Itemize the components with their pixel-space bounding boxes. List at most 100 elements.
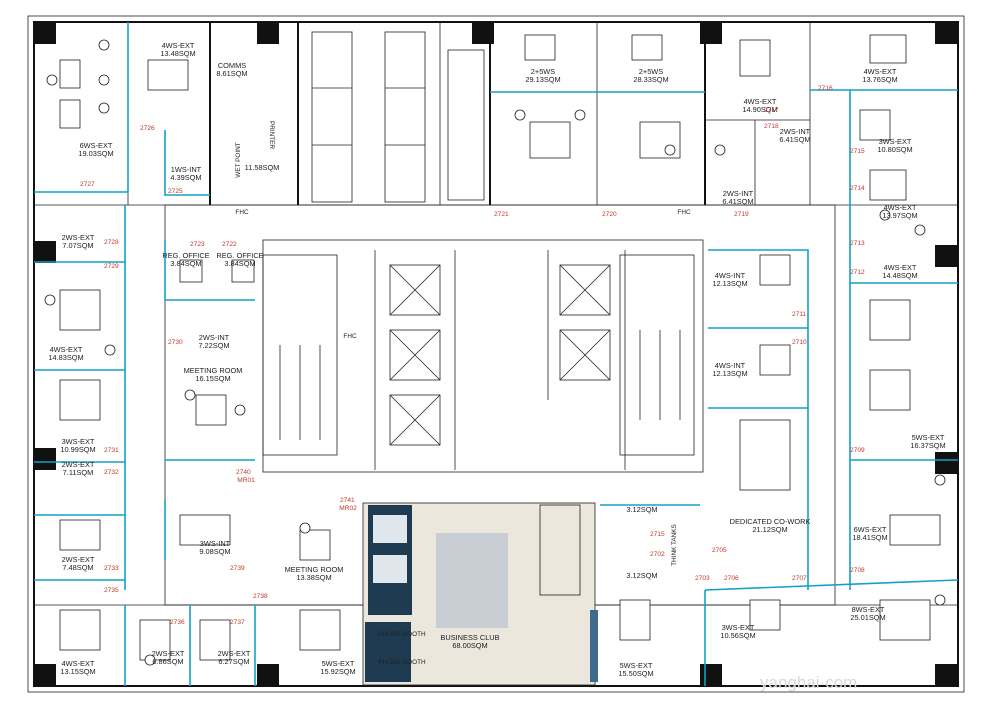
room-area: 7.48SQM: [62, 563, 93, 572]
room-area: 29.13SQM: [525, 75, 560, 84]
room-name: 3WS-EXT: [62, 437, 95, 446]
room-name: 6WS-EXT: [80, 141, 113, 150]
room-name: MEETING ROOM: [184, 366, 243, 375]
room-name: MEETING ROOM: [285, 565, 344, 574]
room-name: 4WS-EXT: [50, 345, 83, 354]
room-name: 2WS-EXT: [62, 460, 95, 469]
room-number: 2708: [850, 567, 865, 574]
room-labels: 4WS-EXT 13.48SQM COMMS 8.61SQM 11.58SQM …: [48, 41, 945, 678]
room-area: 13.76SQM: [862, 75, 897, 84]
room-number: 2733: [104, 565, 119, 572]
room-number: 2738: [253, 593, 268, 600]
room-area: 6.86SQM: [152, 657, 183, 666]
room-area: 21.12SQM: [752, 525, 787, 534]
room-area: 7.11SQM: [63, 468, 94, 477]
room-area: 19.03SQM: [78, 149, 113, 158]
room-name: 3WS-EXT: [722, 623, 755, 632]
room-number: 2715: [650, 531, 665, 538]
room-area: 10.56SQM: [720, 631, 755, 640]
room-number: 2706: [724, 575, 739, 582]
think-tanks-label: THINK TANKS: [671, 524, 678, 566]
room-area: 13.15SQM: [60, 667, 95, 676]
room-name: 2WS-EXT: [218, 649, 251, 658]
room-number: 2732: [104, 469, 119, 476]
room-name: 2WS-INT: [199, 333, 230, 342]
building-core: [262, 239, 704, 473]
outer-facade: [27, 15, 965, 693]
room-area: 7.22SQM: [198, 341, 229, 350]
room-number: 2736: [170, 619, 185, 626]
room-number: 2716: [818, 85, 833, 92]
room-number: 2726: [140, 125, 155, 132]
room-number: 2717: [764, 107, 779, 114]
top-partitions: [127, 22, 811, 205]
room-name: 2WS-INT: [780, 127, 811, 136]
room-area: 14.48SQM: [882, 271, 917, 280]
room-name: 2WS-INT: [723, 189, 754, 198]
room-area: 12.13SQM: [712, 369, 747, 378]
room-number: 2722: [222, 241, 237, 248]
room-name: 1WS-INT: [171, 165, 202, 174]
room-name: 5WS-EXT: [322, 659, 355, 668]
glass-partitions: [34, 22, 959, 686]
room-name: 4WS-EXT: [744, 97, 777, 106]
room-name: 4WS-EXT: [62, 659, 95, 668]
room-number: 2702: [650, 551, 665, 558]
room-number: 2721: [494, 211, 509, 218]
room-name: 5WS-EXT: [912, 433, 945, 442]
room-area: 16.15SQM: [195, 374, 230, 383]
room-name: 4WS-EXT: [884, 263, 917, 272]
room-area: 4.39SQM: [170, 173, 201, 182]
misc-labels: MR01 MR02 FHC FHC FHC PRINTER WET POINT …: [235, 121, 691, 666]
room-area: 25.01SQM: [850, 613, 885, 622]
room-name: BUSINESS CLUB: [440, 633, 499, 642]
room-name: 5WS-EXT: [620, 661, 653, 670]
room-area: 6.41SQM: [779, 135, 810, 144]
room-number: 2730: [168, 339, 183, 346]
meeting-room-code: MR01: [237, 477, 255, 484]
room-area: 12.13SQM: [712, 279, 747, 288]
outer-wall: [33, 21, 959, 687]
room-area: 14.83SQM: [48, 353, 83, 362]
room-number: 2737: [230, 619, 245, 626]
room-number: 2710: [792, 339, 807, 346]
fhc-label: FHC: [343, 333, 357, 340]
room-number: 2723: [190, 241, 205, 248]
room-area: 11.58SQM: [245, 163, 280, 172]
chairs: [44, 39, 946, 666]
room-number: 2711: [792, 311, 807, 318]
room-area: 28.33SQM: [633, 75, 668, 84]
room-area: 13.38SQM: [296, 573, 331, 582]
meeting-room-code: MR02: [339, 505, 357, 512]
room-number: 2741: [340, 497, 355, 504]
room-number: 2707: [792, 575, 807, 582]
room-number: 2740: [236, 469, 251, 476]
room-area: 68.00SQM: [452, 641, 487, 650]
phone-booth-label: PHONE BOOTH: [378, 659, 426, 666]
room-name: 2+5WS: [531, 67, 556, 76]
room-number: 2713: [850, 240, 865, 247]
room-name: 4WS-EXT: [864, 67, 897, 76]
printer-label: PRINTER: [268, 121, 275, 149]
room-name: 2+5WS: [639, 67, 664, 76]
room-number: 2729: [104, 263, 119, 270]
room-number: 2715: [850, 148, 865, 155]
wet-point-label: WET POINT: [235, 142, 242, 177]
room-number: 2735: [104, 587, 119, 594]
room-number: 2709: [850, 447, 865, 454]
room-name: DEDICATED CO-WORK: [730, 517, 811, 526]
room-name: 3WS-EXT: [879, 137, 912, 146]
room-number: 2728: [104, 239, 119, 246]
room-name: 2WS-EXT: [62, 233, 95, 242]
room-area: 18.41SQM: [852, 533, 887, 542]
room-area: 13.97SQM: [882, 211, 917, 220]
room-name: 3WS-INT: [200, 539, 231, 548]
phone-booth-label: PHONE BOOTH: [378, 631, 426, 638]
room-numbers: 2726 2727 2725 2721 2720 2719 2717 2716 …: [80, 85, 865, 626]
room-area: 3.12SQM: [626, 571, 657, 580]
room-name: 4WS-EXT: [162, 41, 195, 50]
room-area: 3.12SQM: [626, 505, 657, 514]
room-area: 8.61SQM: [216, 69, 247, 78]
room-name: 2WS-EXT: [62, 555, 95, 564]
